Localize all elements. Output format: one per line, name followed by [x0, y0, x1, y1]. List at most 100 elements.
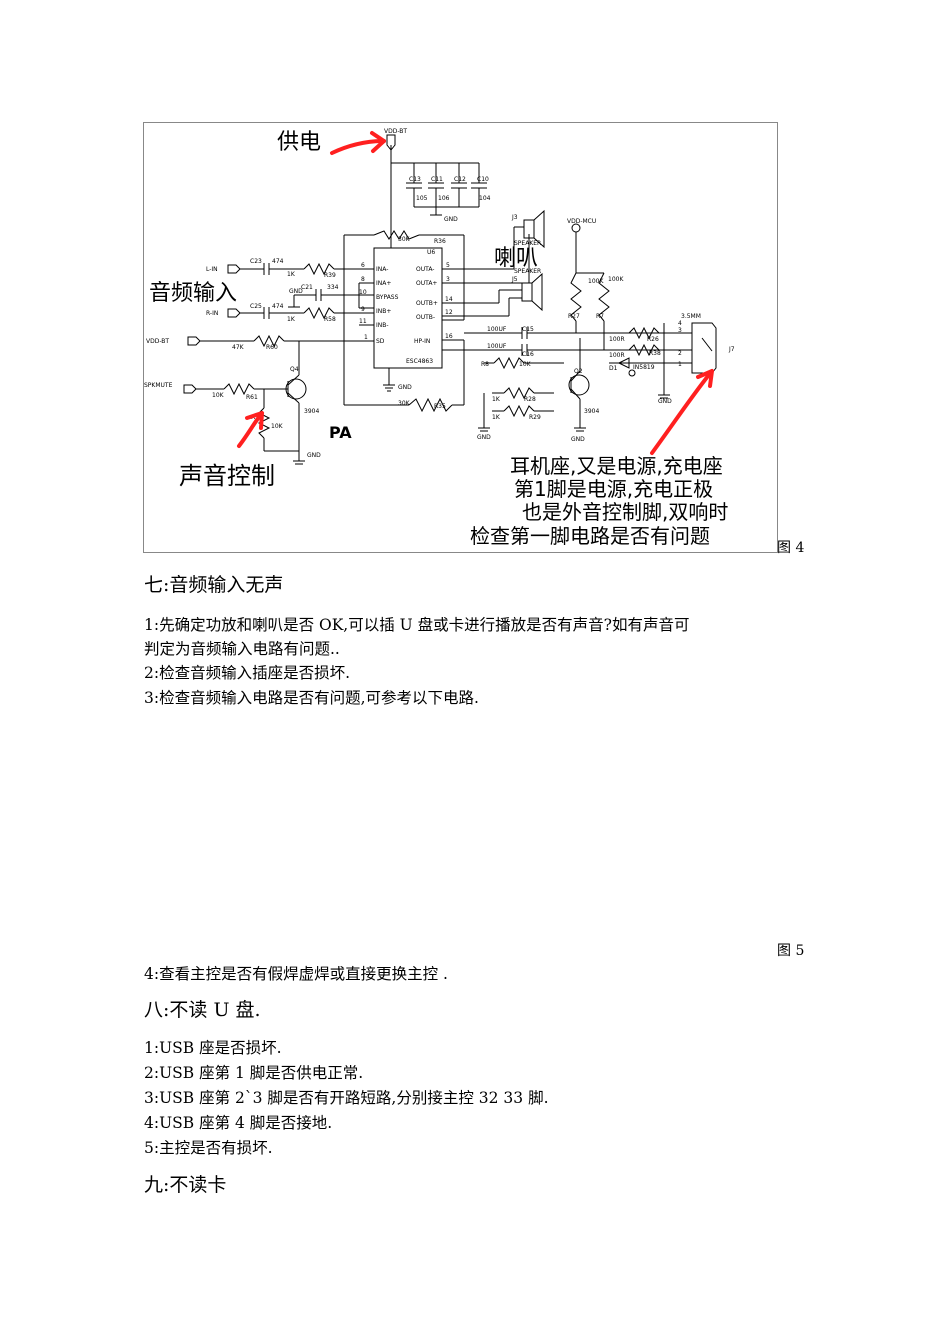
- pin-inb-minus: INB-: [376, 322, 389, 329]
- label-speaker-1: SPEAKER: [514, 240, 541, 247]
- pin-num-11: 11: [359, 318, 367, 325]
- label-j7: J7: [728, 346, 735, 353]
- label-c11: C11: [431, 176, 443, 183]
- label-gnd-jack: GND: [658, 398, 672, 405]
- jack-pin-3: 3: [678, 327, 682, 334]
- label-l-in: L-IN: [206, 266, 218, 273]
- jack-pin-2: 2: [678, 350, 682, 357]
- label-105: 105: [416, 195, 428, 202]
- annotation-power: 供电: [277, 130, 321, 155]
- label-c12: C12: [454, 176, 466, 183]
- pin-sd: SD: [376, 338, 385, 345]
- label-100uf-1: 100UF: [487, 326, 507, 333]
- label-j5: J5: [511, 276, 518, 283]
- section-7-item-2: 2:检查音频输入插座是否损坏.: [144, 664, 351, 682]
- section-8-item-4: 4:USB 座第 4 脚是否接地.: [144, 1114, 333, 1132]
- schematic-drawing: VDD-BT C13 C11 C12 C10 105 106 10 4 GND 3…: [144, 128, 735, 548]
- label-10k-b: 10K: [271, 423, 284, 430]
- label-vdd-bt-2: VDD-BT: [146, 338, 169, 345]
- jack-pin-4: 4: [678, 320, 682, 327]
- schematic-figure-4: VDD-BT C13 C11 C12 C10 105 106 10 4 GND 3…: [143, 122, 778, 553]
- pin-ina-minus: INA-: [376, 266, 388, 273]
- label-100r-2: 100R: [609, 352, 625, 359]
- label-in5819: IN5819: [633, 364, 655, 371]
- pin-hp-in: HP-IN: [414, 338, 430, 345]
- pin-num-8: 8: [361, 276, 365, 283]
- section-8-item-3: 3:USB 座第 2`3 脚是否有开路短路,分别接主控 32 33 脚.: [144, 1089, 549, 1107]
- section-8-item-5: 5:主控是否有损坏.: [144, 1139, 273, 1157]
- label-chip: ESC4863: [406, 358, 433, 365]
- annotation-audio-input: 音频输入: [149, 281, 237, 306]
- section-7-item-3: 3:检查音频输入电路是否有问题,可参考以下电路.: [144, 689, 479, 707]
- annotation-note-line-2: 第1脚是电源,充电正极: [514, 477, 713, 501]
- section-8-item-2: 2:USB 座第 1 脚是否供电正常.: [144, 1064, 364, 1082]
- label-100uf-2: 100UF: [487, 343, 507, 350]
- label-j3: J3: [511, 214, 518, 221]
- label-r35: R35: [434, 403, 446, 410]
- label-100k-b: 100K: [608, 276, 624, 283]
- label-3-5mm: 3.5MM: [681, 313, 701, 320]
- label-10k-r8: 10K: [519, 361, 532, 368]
- label-c10: C10: [477, 176, 489, 183]
- jack-pin-1: 1: [678, 361, 682, 368]
- label-c15: C15: [522, 326, 534, 333]
- label-r27: R27: [568, 313, 580, 320]
- annotation-speaker: 喇叭: [494, 246, 538, 271]
- section-9-title: 九:不读卡: [144, 1174, 227, 1196]
- section-7-item-1-line-2: 判定为音频输入电路有问题..: [144, 640, 340, 658]
- label-r28: R28: [524, 396, 536, 403]
- label-r29: R29: [529, 414, 541, 421]
- label-c13: C13: [409, 176, 421, 183]
- pin-num-14: 14: [445, 296, 453, 303]
- label-30k-top: 30K: [398, 236, 411, 243]
- label-r39: R39: [324, 272, 336, 279]
- label-r8: R8: [481, 361, 489, 368]
- annotation-note-line-3: 也是外音控制脚,双响时: [522, 500, 728, 524]
- arrow-power-icon: [330, 139, 386, 155]
- label-c23: C23: [250, 258, 262, 265]
- label-gnd-q4: GND: [307, 452, 321, 459]
- section-8-title: 八:不读 U 盘.: [144, 999, 261, 1021]
- pin-num-10: 10: [359, 289, 367, 296]
- label-100r-1: 100R: [609, 336, 625, 343]
- pin-ina-plus: INA+: [376, 280, 391, 287]
- label-gnd-caps: GND: [444, 216, 458, 223]
- pin-outa-plus: OUTA+: [416, 280, 437, 287]
- label-100k-a: 100K: [588, 278, 604, 285]
- pin-bypass: BYPASS: [376, 294, 399, 301]
- label-3904-b: 3904: [584, 408, 599, 415]
- section-7-item-1-line-1: 1:先确定功放和喇叭是否 OK,可以插 U 盘或卡进行播放是否有声音?如有声音可: [144, 616, 690, 634]
- pin-num-5: 5: [446, 262, 450, 269]
- label-1k-a: 1K: [287, 271, 296, 278]
- section-8-item-1: 1:USB 座是否损坏.: [144, 1039, 282, 1057]
- label-vdd-bt: VDD-BT: [384, 128, 407, 135]
- pin-outa-minus: OUTA-: [416, 266, 434, 273]
- annotation-sound-control: 声音控制: [179, 462, 275, 490]
- label-u6: U6: [427, 249, 435, 256]
- annotation-note-line-4: 检查第一脚电路是否有问题: [470, 524, 710, 548]
- label-gnd-q2: GND: [571, 436, 585, 443]
- section-7-title: 七:音频输入无声: [144, 574, 284, 596]
- figure-4-caption: 图 4: [777, 540, 805, 556]
- pin-num-9: 9: [361, 306, 365, 313]
- label-106: 106: [438, 195, 450, 202]
- label-r60: R60: [266, 344, 278, 351]
- pin-num-1: 1: [364, 334, 368, 341]
- label-c16: C16: [522, 351, 534, 358]
- label-334: 334: [327, 284, 339, 291]
- figure-5-caption: 图 5: [777, 943, 805, 959]
- label-r38: R38: [649, 350, 661, 357]
- pin-num-12: 12: [445, 309, 453, 316]
- label-d1: D1: [609, 365, 618, 372]
- pin-outb-plus: OUTB+: [416, 300, 438, 307]
- label-r58: R58: [324, 316, 336, 323]
- label-c21: C21: [301, 284, 313, 291]
- label-r26: R26: [647, 336, 659, 343]
- label-vdd-mcu: VDD-MCU: [567, 218, 596, 225]
- pin-num-6: 6: [361, 262, 365, 269]
- item-4: 4:查看主控是否有假焊虚焊或直接更换主控 .: [144, 965, 448, 983]
- pin-outb-minus: OUTB-: [416, 314, 435, 321]
- label-474-b: 474: [272, 303, 284, 310]
- label-r-in: R-IN: [206, 310, 218, 317]
- pin-num-3: 3: [446, 276, 450, 283]
